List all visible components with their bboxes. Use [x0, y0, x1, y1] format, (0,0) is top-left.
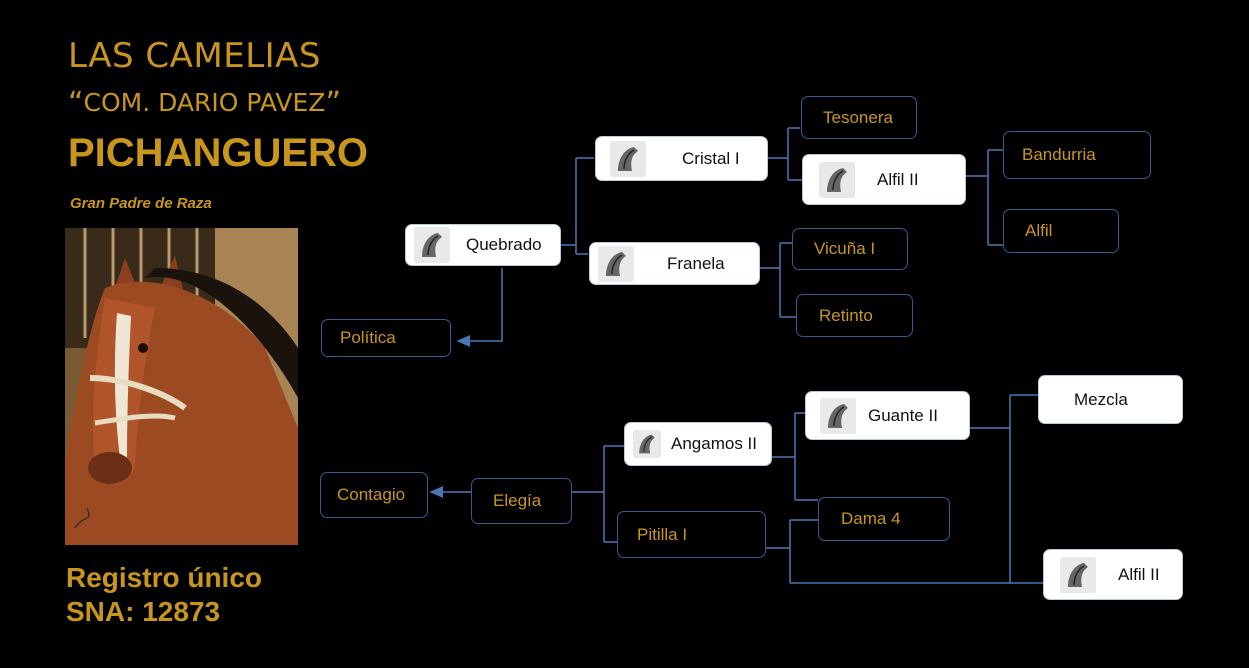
node-elegia[interactable]: Elegía	[471, 478, 572, 524]
horse-head-icon	[633, 430, 661, 458]
node-label: Alfil	[1025, 221, 1053, 240]
node-pitilla-i[interactable]: Pitilla I	[617, 511, 766, 558]
open-quote: “	[68, 86, 84, 121]
node-label: Alfil II	[877, 169, 919, 189]
node-label: Alfil II	[1118, 564, 1160, 584]
stud-name: LAS CAMELIAS	[68, 36, 321, 76]
horse-head-icon	[610, 140, 646, 177]
horse-subtitle: Gran Padre de Raza	[70, 195, 212, 212]
node-politica[interactable]: Política	[321, 319, 451, 357]
node-alfil[interactable]: Alfil	[1003, 209, 1119, 253]
node-label: Dama 4	[841, 509, 901, 528]
node-angamos-ii[interactable]: Angamos II	[624, 422, 772, 466]
node-label: Política	[340, 328, 396, 347]
node-vicuna-i[interactable]: Vicuña I	[792, 228, 908, 270]
node-guante-ii[interactable]: Guante II	[805, 391, 970, 440]
horse-head-icon	[1060, 556, 1096, 593]
horse-head-icon	[598, 245, 634, 282]
horse-head-icon	[414, 227, 450, 263]
node-quebrado[interactable]: Quebrado	[405, 224, 561, 266]
node-label: Quebrado	[466, 235, 542, 254]
node-bandurria[interactable]: Bandurria	[1003, 131, 1151, 179]
registry-label: Registro único	[66, 562, 263, 593]
node-label: Elegía	[493, 491, 542, 510]
node-alfil-ii-bottom[interactable]: Alfil II	[1043, 549, 1183, 600]
close-quote: ”	[325, 86, 341, 121]
horse-portrait-image	[65, 228, 298, 545]
node-label: Mezcla	[1074, 389, 1128, 409]
owner-name-text: COM. DARIO PAVEZ	[83, 88, 326, 117]
node-alfil-ii-top[interactable]: Alfil II	[802, 154, 966, 205]
horse-head-icon	[820, 397, 856, 434]
node-label: Tesonera	[823, 107, 893, 127]
node-label: Retinto	[819, 305, 873, 325]
owner-name: “COM. DARIO PAVEZ”	[68, 86, 341, 121]
node-label: Vicuña I	[814, 239, 876, 258]
node-label: Cristal I	[682, 148, 740, 168]
horse-head-icon	[819, 161, 855, 198]
node-label: Contagio	[337, 485, 406, 504]
registry-number: SNA: 12873	[66, 596, 221, 627]
node-dama-4[interactable]: Dama 4	[818, 497, 950, 541]
node-label: Pitilla I	[637, 524, 688, 544]
node-label: Angamos II	[671, 434, 757, 453]
horse-name-title: PICHANGUERO	[68, 131, 369, 175]
node-label: Franela	[667, 253, 725, 273]
node-contagio[interactable]: Contagio	[320, 472, 428, 518]
registry-info: Registro único SNA: 12873	[66, 561, 262, 629]
node-label: Bandurria	[1022, 145, 1096, 164]
node-tesonera[interactable]: Tesonera	[801, 96, 917, 139]
node-mezcla[interactable]: Mezcla	[1038, 375, 1183, 424]
node-label: Guante II	[868, 405, 938, 425]
node-cristal-i[interactable]: Cristal I	[595, 136, 768, 181]
node-retinto[interactable]: Retinto	[796, 294, 913, 337]
node-franela[interactable]: Franela	[589, 242, 760, 285]
